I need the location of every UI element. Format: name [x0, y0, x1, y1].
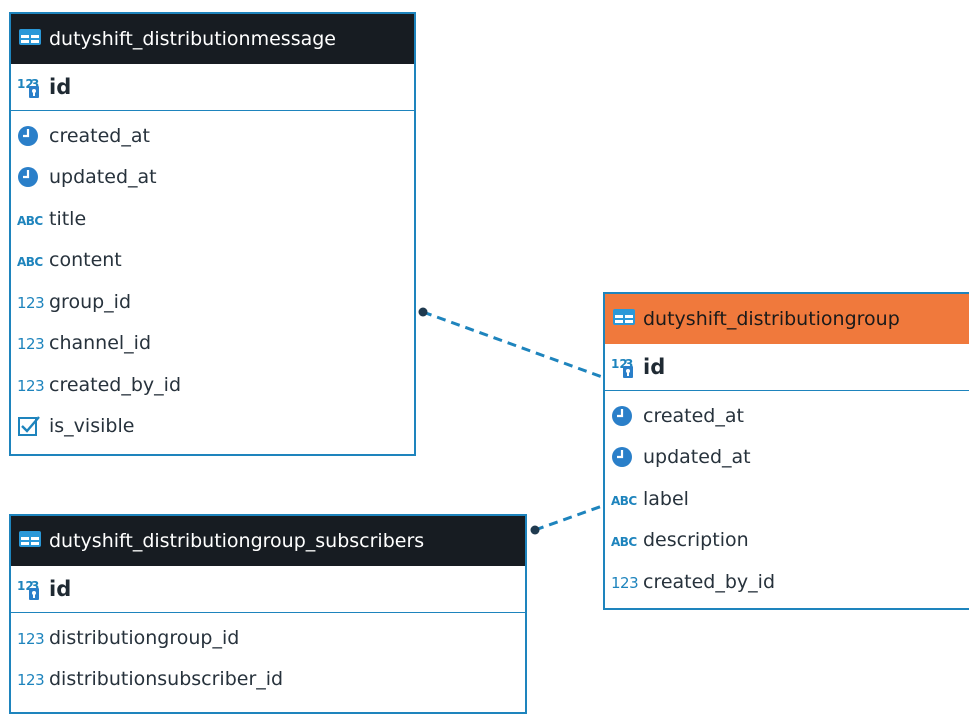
- numeric-icon: 123: [17, 293, 45, 312]
- column-name: group_id: [49, 290, 132, 313]
- text-abc-icon: ABC: [611, 493, 637, 508]
- link-end-dot: [418, 307, 428, 317]
- column-row[interactable]: is_visible: [11, 406, 414, 448]
- column-row[interactable]: created_at: [605, 395, 969, 437]
- column-name: distributiongroup_id: [49, 626, 240, 649]
- numeric-icon: 123: [17, 629, 45, 648]
- column-name: updated_at: [49, 166, 157, 189]
- column-name: created_by_id: [49, 373, 182, 396]
- text-abc-icon: ABC: [611, 535, 637, 550]
- numeric-icon: 123: [17, 376, 45, 395]
- primary-key-name: id: [643, 355, 666, 379]
- entity-header[interactable]: dutyshift_distributiongroup_subscribers: [11, 516, 525, 566]
- entity-title: dutyshift_distributiongroup_subscribers: [49, 530, 425, 552]
- entity-header[interactable]: dutyshift_distributionmessage: [11, 14, 414, 64]
- link-end-dot: [530, 525, 540, 535]
- svg-text:3: 3: [31, 579, 39, 593]
- text-abc-icon: ABC: [17, 213, 43, 228]
- link-subscribers-to-group[interactable]: [534, 503, 606, 532]
- column-row[interactable]: ABC title: [11, 198, 414, 240]
- column-row[interactable]: updated_at: [605, 437, 969, 479]
- clock-icon: [17, 166, 49, 188]
- column-row[interactable]: ABC description: [605, 520, 969, 562]
- column-name: label: [643, 487, 689, 510]
- entity-title: dutyshift_distributiongroup: [643, 308, 900, 330]
- checkbox-icon: [17, 415, 49, 437]
- table-icon: [19, 28, 41, 50]
- primary-key-name: id: [49, 75, 72, 99]
- column-name: description: [643, 529, 749, 552]
- numeric-icon: 123: [17, 335, 45, 354]
- svg-text:3: 3: [625, 357, 633, 371]
- clock-icon: [17, 125, 49, 147]
- table-icon: [19, 530, 41, 552]
- column-name: updated_at: [643, 446, 751, 469]
- column-name: created_by_id: [643, 570, 776, 593]
- numeric-icon: 123: [611, 573, 639, 592]
- column-row[interactable]: created_at: [11, 115, 414, 157]
- column-name: channel_id: [49, 332, 152, 355]
- column-name: created_at: [643, 404, 744, 427]
- text-abc-icon: ABC: [17, 255, 43, 270]
- column-name: created_at: [49, 124, 150, 147]
- column-name: title: [49, 207, 87, 230]
- table-icon: [613, 308, 635, 330]
- clock-icon: [611, 405, 643, 427]
- column-name: content: [49, 249, 122, 272]
- column-row[interactable]: ABC content: [11, 240, 414, 282]
- entity-title: dutyshift_distributionmessage: [49, 28, 336, 50]
- svg-text:3: 3: [31, 77, 39, 91]
- column-name: is_visible: [49, 415, 135, 438]
- column-row[interactable]: updated_at: [11, 157, 414, 199]
- link-message-to-group[interactable]: [422, 310, 606, 380]
- column-name: distributionsubscriber_id: [49, 668, 284, 691]
- primary-key-name: id: [49, 577, 72, 601]
- entity-header[interactable]: dutyshift_distributiongroup: [605, 294, 969, 344]
- entity-distributiongroup-subscribers[interactable]: dutyshift_distributiongroup_subscribers …: [9, 514, 527, 714]
- clock-icon: [611, 446, 643, 468]
- column-row[interactable]: ABC label: [605, 478, 969, 520]
- numeric-icon: 123: [17, 671, 45, 690]
